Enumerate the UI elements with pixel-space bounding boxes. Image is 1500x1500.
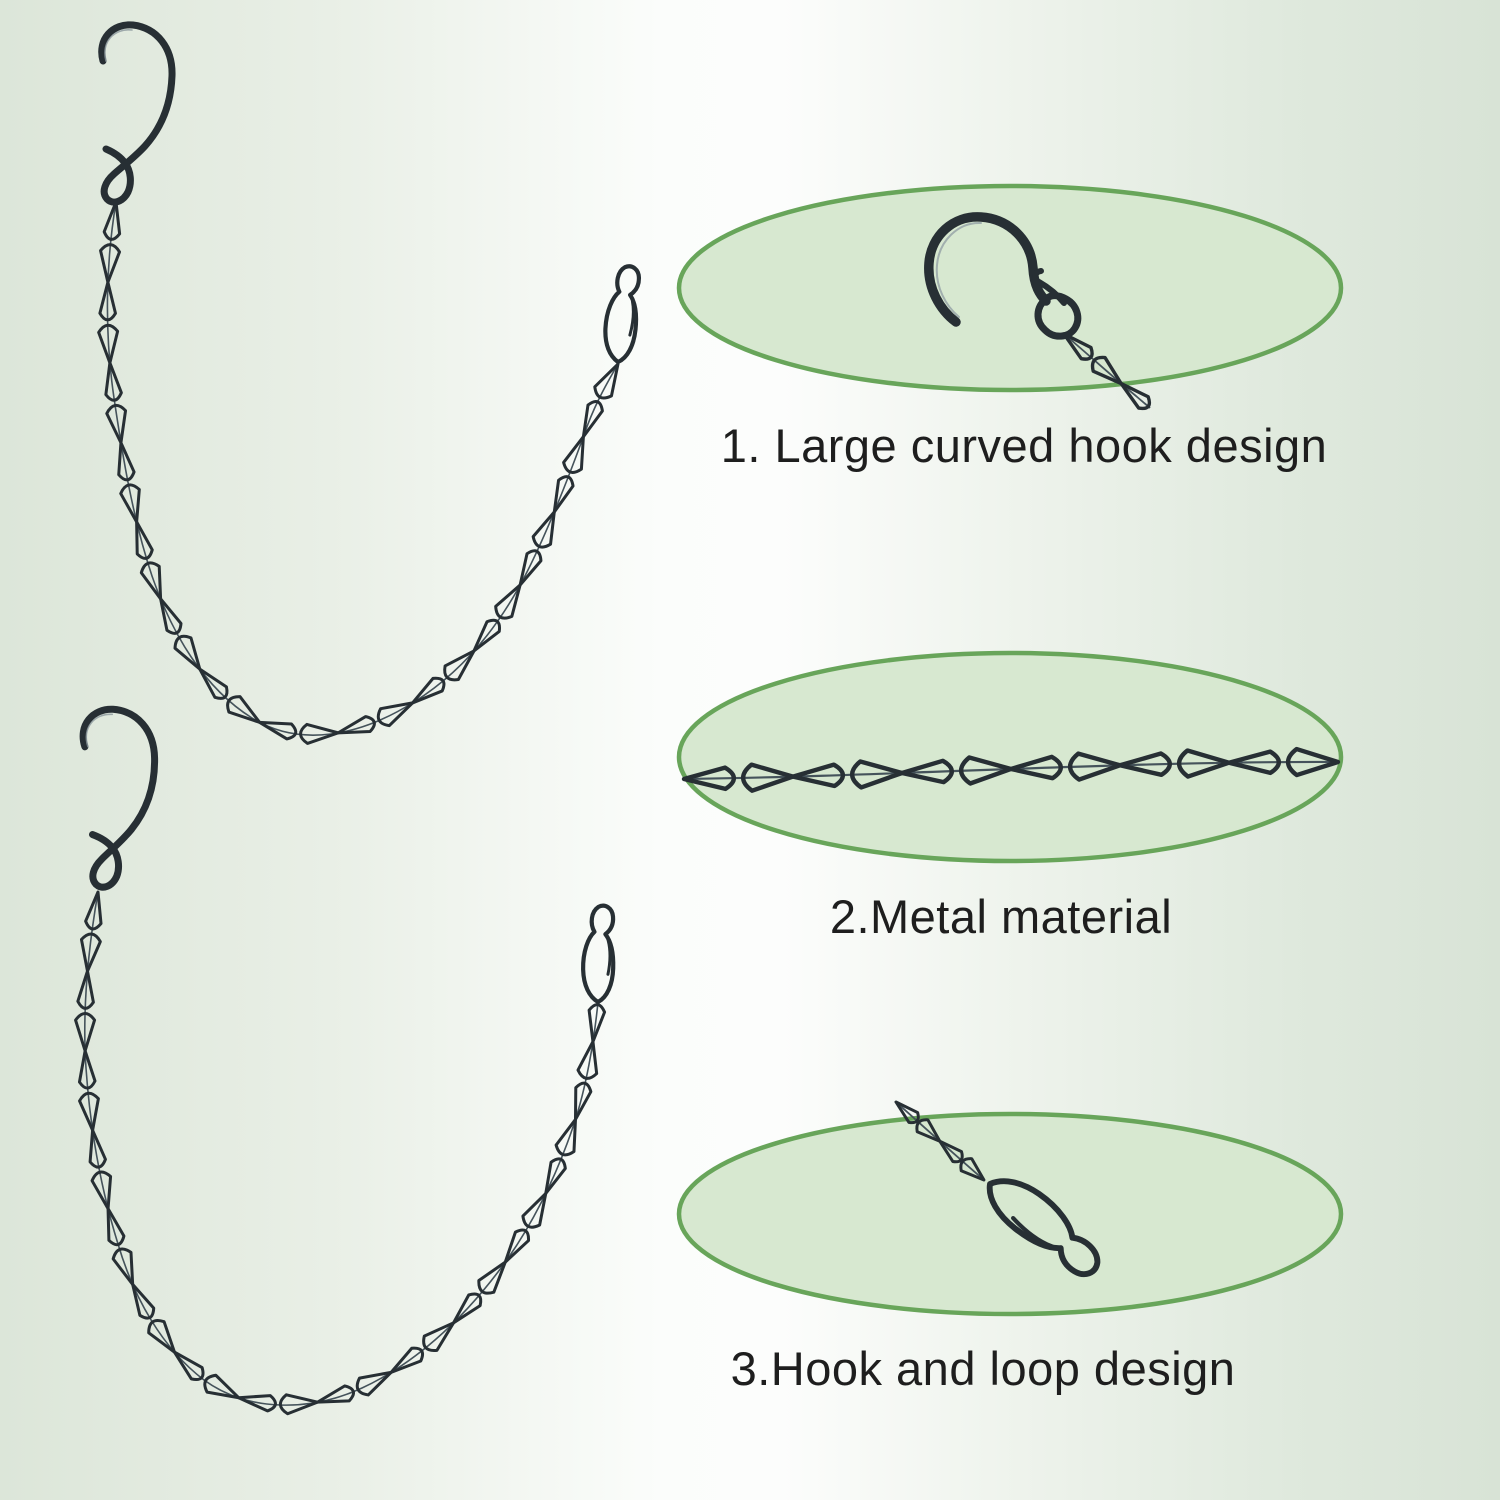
- hanging-chain-bottom: [74, 707, 616, 1416]
- callout-3-label: 3.Hook and loop design: [730, 1342, 1236, 1395]
- callout-3-clasp-detail: [894, 1100, 1111, 1282]
- clasp-icon: [602, 264, 642, 363]
- clasp-icon: [582, 905, 615, 1002]
- callout-ellipses: [676, 183, 1344, 1317]
- callout-1-hook-detail: [924, 212, 1152, 411]
- callout-ellipse-2: [676, 650, 1344, 864]
- hanging-chain-top: [97, 25, 642, 745]
- callout-ellipse-1: [676, 183, 1344, 393]
- callout-1-label: 1. Large curved hook design: [720, 419, 1328, 472]
- chain-top-spine: [106, 201, 619, 736]
- chain-bottom-spine: [83, 891, 599, 1406]
- callout-2-label: 2.Metal material: [829, 890, 1173, 943]
- large-hook-barb: [1032, 268, 1067, 306]
- s-hook-icon: [102, 25, 172, 202]
- callout-ellipse-3: [676, 1111, 1344, 1317]
- large-hook-highlight: [935, 221, 982, 318]
- callout-2-chain-detail: [681, 746, 1341, 793]
- s-hook-icon: [82, 707, 162, 888]
